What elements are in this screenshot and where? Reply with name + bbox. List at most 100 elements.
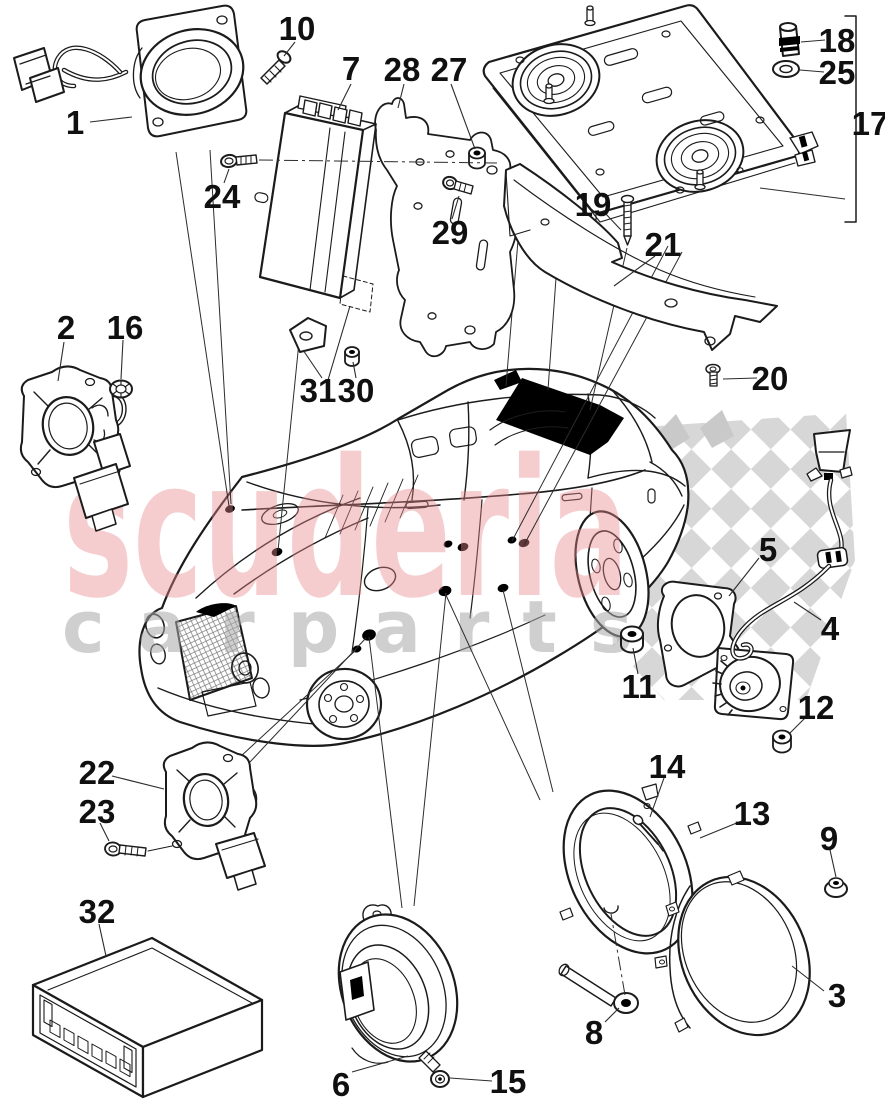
watermark-brand: scuderia (63, 420, 629, 641)
part-label-22: 22 (79, 754, 116, 791)
part-label-15: 15 (490, 1063, 527, 1100)
part-label-1: 1 (66, 104, 84, 141)
license-plate (201, 681, 257, 717)
part-17-subwoofer-plate (482, 4, 819, 225)
mounting-studs (543, 5, 706, 191)
door-cut (351, 507, 369, 653)
part-16-nut (109, 379, 133, 399)
car-body-outline (138, 367, 690, 747)
seat-headrest (449, 426, 477, 448)
part-14-pin (632, 814, 664, 852)
mirror (363, 566, 397, 592)
part-label-24: 24 (204, 178, 241, 215)
part-label-12: 12 (798, 689, 835, 726)
subwoofer-driver (511, 43, 601, 117)
part-3-bass-speaker (654, 870, 811, 1037)
flag-fold-wedge (700, 410, 734, 448)
rear-bumper-crease (639, 504, 685, 561)
part-20-screw (705, 363, 721, 387)
label-leaders (57, 39, 837, 1082)
part-label-25: 25 (819, 54, 856, 91)
construction-lines (258, 159, 626, 996)
part-label-20: 20 (752, 360, 789, 397)
connector-block (73, 463, 129, 519)
part-6-door-speaker (337, 904, 459, 1064)
part-label-3: 3 (828, 977, 846, 1014)
part-30-nut (344, 346, 360, 367)
plate-slots (515, 30, 765, 194)
part-15-bolt (418, 1050, 450, 1088)
seat-headrest (410, 436, 440, 458)
b-pillar (463, 401, 470, 501)
part-label-23: 23 (79, 793, 116, 830)
bentley-emblem (196, 603, 236, 617)
part-7-amplifier (254, 95, 377, 313)
part-label-30: 30 (338, 372, 375, 409)
part-label-9: 9 (820, 820, 838, 857)
part-labels: 1 2 3 4 5 6 7 8 9 10 11 12 13 14 15 16 1… (57, 10, 885, 1100)
side-marker (647, 488, 656, 504)
watermark-text: scuderia carparts (62, 420, 633, 669)
headlamp (252, 677, 270, 699)
rear-wheel (574, 510, 650, 638)
headlamp-inner (238, 660, 252, 676)
headlamp (150, 643, 166, 665)
rear-seat (489, 410, 569, 446)
part-label-6: 6 (332, 1066, 350, 1100)
connector-upper (93, 433, 131, 476)
connector-block (29, 67, 65, 103)
part-label-31: 31 (300, 372, 337, 409)
part-21-support-bracket (503, 163, 778, 351)
part-12-tweeter (712, 647, 795, 754)
trunk-lid-edge (587, 469, 686, 487)
part-label-29: 29 (432, 214, 469, 251)
part-2-tweeter-assembly (19, 365, 131, 532)
part-27-nut (468, 146, 486, 170)
a-pillar-edge (397, 420, 415, 501)
corner-latch-bracket (789, 131, 819, 167)
part-9-nut (824, 877, 848, 898)
part-label-21: 21 (645, 226, 682, 263)
door-cut (469, 499, 483, 619)
hood-crease (195, 497, 361, 599)
part-11-nut (620, 625, 644, 654)
part-1-front-speaker (13, 4, 248, 138)
part-label-8: 8 (585, 1014, 603, 1051)
part-label-5: 5 (759, 531, 777, 568)
part-31-bracket (289, 317, 327, 353)
front-wheel (305, 667, 383, 741)
part-label-28: 28 (384, 51, 421, 88)
parcel-shelf-black (496, 378, 624, 455)
part-label-17: 17 (852, 105, 885, 142)
connector-block (215, 832, 266, 879)
part-label-16: 16 (107, 309, 144, 346)
part-25-washer (772, 60, 800, 78)
speaker-location-dots (225, 505, 530, 653)
steering-wheel (261, 502, 299, 526)
car-illustration (138, 367, 690, 747)
faceplate-slots (49, 1019, 131, 1078)
parcel-shelf-black-tab (494, 370, 522, 390)
door-handle (405, 500, 429, 510)
part-4-antenna-cable (730, 429, 853, 661)
part-29-screw (442, 175, 474, 195)
hood-crease (233, 517, 369, 595)
part-label-11: 11 (622, 668, 657, 705)
part-label-32: 32 (79, 893, 116, 930)
part-8-rivet-pin (558, 963, 639, 1014)
part-18-bolt (779, 22, 800, 57)
part-23-screw (104, 841, 173, 857)
part-17-group-bracket (844, 15, 857, 223)
part-label-14: 14 (649, 748, 686, 785)
part-label-2: 2 (57, 309, 75, 346)
part-label-10: 10 (279, 10, 316, 47)
interior-hatch (324, 474, 419, 539)
part-label-13: 13 (734, 795, 771, 832)
part-32-cd-changer (31, 936, 264, 1099)
door-handle (561, 492, 583, 502)
part-label-4: 4 (821, 610, 840, 647)
subwoofer-driver (655, 119, 745, 193)
headlamp (144, 613, 166, 639)
